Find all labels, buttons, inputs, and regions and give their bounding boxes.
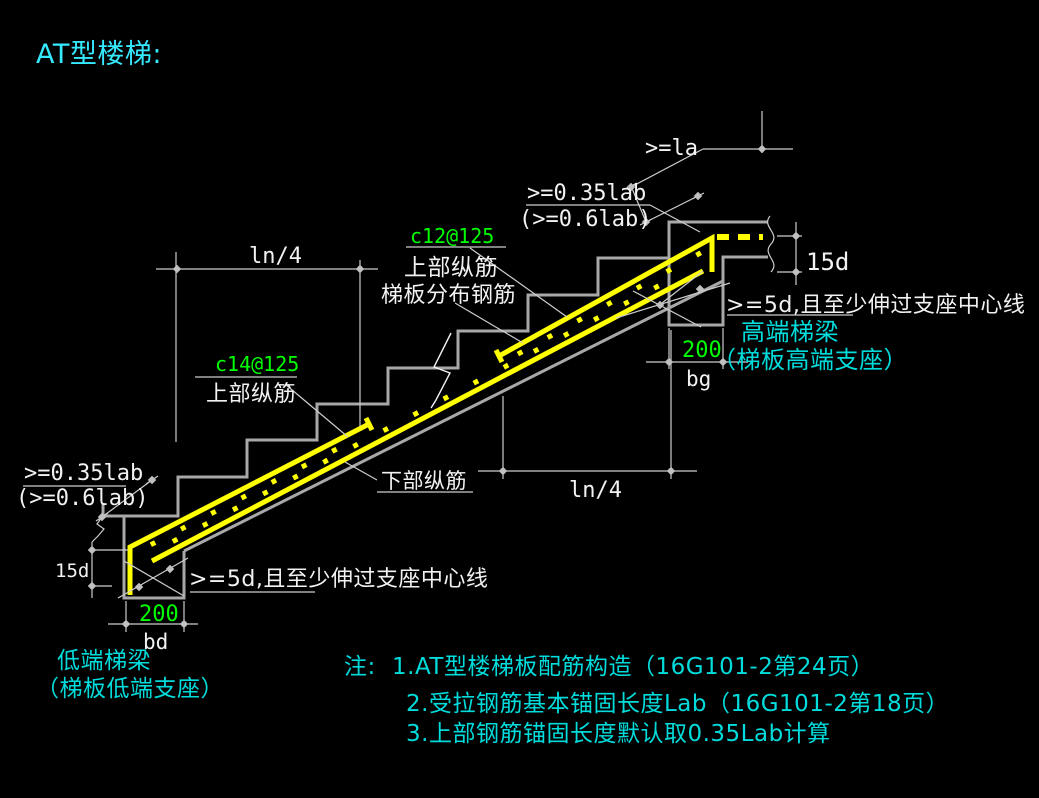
slab-soffit-line — [183, 279, 724, 553]
note-anchor-low: >=5d,且至少伸过支座中心线 — [189, 567, 488, 592]
dim-anchor-low-2: (>=0.6lab) — [16, 486, 148, 511]
dim-anchor-low-1: >=0.35lab — [24, 461, 143, 486]
note-3: 3.上部钢筋锚固长度默认取0.35Lab计算 — [406, 721, 831, 747]
slab-break-symbol — [430, 332, 452, 409]
label-top-bar-lower: 上部纵筋 — [206, 382, 296, 407]
low-beam-outline — [122, 516, 186, 600]
label-beam-high-sub: （梯板高端支座） — [712, 346, 908, 374]
distribution-bar-ticks — [149, 250, 702, 547]
high-beam-outline — [667, 255, 768, 327]
low-top-rebar-end-hook — [363, 416, 375, 432]
label-top-bar-upper: 上部纵筋 — [404, 255, 498, 281]
label-distribution-bar: 梯板分布钢筋 — [381, 283, 516, 308]
note-anchor-high: >=5d,且至少伸过支座中心线 — [726, 293, 1025, 318]
dim-15d-low: 15d — [55, 560, 89, 582]
dim-ge-la: >=la — [645, 136, 698, 161]
dim-anchor-top-1: >=0.35lab — [527, 181, 646, 206]
rebar-spec-c14: c14@125 — [215, 352, 299, 376]
dim-ln4-bottom: ln/4 — [569, 478, 622, 503]
page-title: AT型楼梯: — [36, 39, 162, 70]
note-1: 1.AT型楼梯板配筋构造（16G101-2第24页） — [392, 654, 874, 680]
bottom-rebar — [150, 268, 705, 564]
label-beam-low: 低端梯梁 — [57, 648, 151, 674]
dim-15d-top: 15d — [806, 248, 849, 276]
dim-bg: bg — [686, 367, 711, 391]
low-end-top-rebar — [127, 421, 371, 595]
rebar-layer — [127, 233, 763, 595]
text-layer: AT型楼梯: >=la >=0.35lab (>=0.6lab) c12@125… — [16, 39, 1025, 747]
label-beam-low-sub: （梯板低端支座） — [36, 676, 224, 702]
high-end-top-rebar — [497, 233, 715, 359]
note-2: 2.受拉钢筋基本锚固长度Lab（16G101-2第18页） — [406, 691, 949, 717]
notes-prefix: 注: — [344, 654, 376, 680]
dim-bd: bd — [143, 630, 168, 654]
stair-outline — [101, 220, 768, 600]
dim-anchor-top-2: (>=0.6lab) — [519, 207, 651, 232]
dim-200-low: 200 — [139, 602, 179, 627]
rebar-spec-c12: c12@125 — [410, 224, 494, 248]
dim-ln4-top: ln/4 — [249, 244, 302, 269]
label-beam-high: 高端梯梁 — [741, 318, 839, 346]
label-bottom-bar: 下部纵筋 — [381, 469, 467, 493]
stair-steps-profile — [103, 220, 768, 518]
dim-200-high: 200 — [682, 338, 722, 363]
high-top-rebar-start-hook — [493, 348, 505, 364]
landing-cut-squiggle — [767, 215, 775, 273]
